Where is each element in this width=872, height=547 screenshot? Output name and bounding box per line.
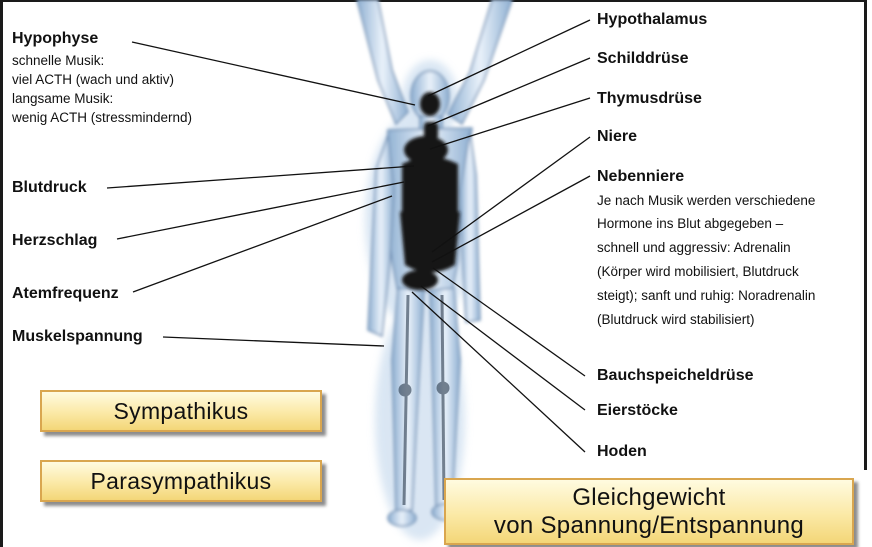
nebenniere-desc-1: Je nach Musik werden verschiedene xyxy=(597,191,815,210)
label-bauchspeicheldruese: Bauchspeicheldrüse xyxy=(597,366,754,386)
hypophyse-desc-1: schnelle Musik: xyxy=(12,51,104,70)
nebenniere-desc-3: schnell und aggressiv: Adrenalin xyxy=(597,238,791,257)
label-hypophyse: Hypophyse xyxy=(12,29,98,49)
sympathikus-box: Sympathikus xyxy=(40,390,322,432)
label-niere: Niere xyxy=(597,127,637,147)
label-herzschlag: Herzschlag xyxy=(12,231,97,251)
gleichgewicht-box: Gleichgewicht von Spannung/Entspannung xyxy=(444,478,854,545)
label-muskelspannung: Muskelspannung xyxy=(12,327,143,347)
parasympathikus-label: Parasympathikus xyxy=(91,468,272,495)
gleichgewicht-line-1: Gleichgewicht xyxy=(572,484,725,512)
label-atemfrequenz: Atemfrequenz xyxy=(12,284,119,304)
label-schilddruese: Schilddrüse xyxy=(597,49,689,69)
label-eierstoecke: Eierstöcke xyxy=(597,401,678,421)
label-nebenniere: Nebenniere xyxy=(597,167,684,187)
label-hoden: Hoden xyxy=(597,442,647,462)
label-thymusdruese: Thymusdrüse xyxy=(597,89,702,109)
hypophyse-desc-2: viel ACTH (wach und aktiv) xyxy=(12,70,174,89)
parasympathikus-box: Parasympathikus xyxy=(40,460,322,502)
nebenniere-desc-5: steigt); sanft und ruhig: Noradrenalin xyxy=(597,286,815,305)
gleichgewicht-line-2: von Spannung/Entspannung xyxy=(494,512,804,540)
label-hypothalamus: Hypothalamus xyxy=(597,10,707,30)
nebenniere-desc-6: (Blutdruck wird stabilisiert) xyxy=(597,310,755,329)
nebenniere-desc-4: (Körper wird mobilisiert, Blutdruck xyxy=(597,262,799,281)
hypophyse-desc-4: wenig ACTH (stressmindernd) xyxy=(12,108,192,127)
nebenniere-desc-2: Hormone ins Blut abgegeben – xyxy=(597,214,783,233)
leader-lines xyxy=(107,20,590,452)
label-blutdruck: Blutdruck xyxy=(12,178,87,198)
sympathikus-label: Sympathikus xyxy=(114,398,249,425)
hypophyse-desc-3: langsame Musik: xyxy=(12,89,113,108)
